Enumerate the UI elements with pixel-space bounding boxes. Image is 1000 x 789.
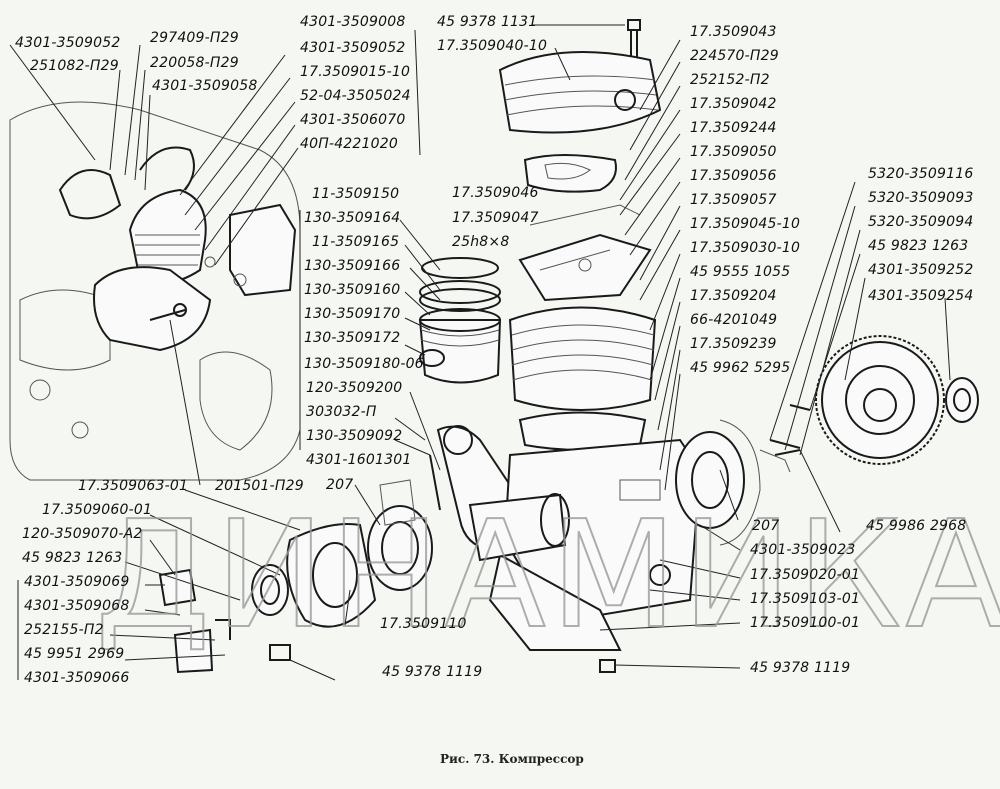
part-label: 45 9986 2968 xyxy=(866,518,967,534)
part-label: 220058-П29 xyxy=(150,55,239,71)
part-label: 17.3509030-10 xyxy=(690,240,801,256)
cylinder-head xyxy=(498,19,662,193)
part-label: 17.3509244 xyxy=(690,120,777,136)
part-label: 120-3509070-А2 xyxy=(22,526,143,542)
part-label: 45 9823 1263 xyxy=(22,550,123,566)
part-label: 40П-4221020 xyxy=(300,136,398,152)
part-label: 4301-3509052 xyxy=(300,40,406,56)
part-label: 17.3509043 xyxy=(690,24,777,40)
rear-cover xyxy=(251,523,377,628)
part-label: 11-3509150 xyxy=(312,186,400,202)
part-label: 17.3509045-10 xyxy=(690,216,801,232)
part-label: 201501-П29 xyxy=(215,478,304,494)
part-label: 11-3509165 xyxy=(312,234,400,250)
part-label: 17.3509239 xyxy=(690,336,777,352)
part-label: 17.3509015-10 xyxy=(300,64,411,80)
fittings xyxy=(158,479,616,674)
part-label: 4301-3509058 xyxy=(152,78,258,94)
part-label: 52-04-3505024 xyxy=(300,88,411,104)
part-label: 17.3509050 xyxy=(690,144,777,160)
part-label: 17.3509100-01 xyxy=(750,615,861,631)
part-label: 120-3509200 xyxy=(306,380,403,396)
part-label: 45 9555 1055 xyxy=(690,264,791,280)
part-label: 17.3509110 xyxy=(380,616,467,632)
part-label: 4301-3506070 xyxy=(300,112,406,128)
piston-rings xyxy=(418,257,502,384)
part-label: 224570-П29 xyxy=(690,48,779,64)
part-label: 130-3509164 xyxy=(304,210,401,226)
part-label: 130-3509166 xyxy=(304,258,401,274)
part-label: 17.3509020-01 xyxy=(750,567,861,583)
part-label: 4301-3509066 xyxy=(24,670,130,686)
part-label: 4301-3509069 xyxy=(24,574,130,590)
part-label: 130-3509092 xyxy=(306,428,403,444)
part-label: 45 9378 1119 xyxy=(750,660,851,676)
part-label: 17.3509060-01 xyxy=(42,502,153,518)
part-label: 5320-3509094 xyxy=(868,214,974,230)
valve-plates xyxy=(518,204,652,302)
part-label: 17.3509040-10 xyxy=(437,38,548,54)
leader-lines xyxy=(9,24,951,681)
figure-caption: Рис. 73. Компрессор xyxy=(440,752,584,766)
part-label: 5320-3509116 xyxy=(868,166,974,182)
part-label: 252152-П2 xyxy=(690,72,770,88)
part-label: 130-3509160 xyxy=(304,282,401,298)
part-label: 17.3509042 xyxy=(690,96,777,112)
part-label: 17.3509056 xyxy=(690,168,777,184)
part-label: 17.3509063-01 xyxy=(78,478,189,494)
part-label: 303032-П xyxy=(306,404,377,420)
part-label: 130-3509172 xyxy=(304,330,401,346)
part-label: 297409-П29 xyxy=(150,30,239,46)
cylinder xyxy=(508,306,657,451)
part-label: 17.3509103-01 xyxy=(750,591,861,607)
part-label: 252155-П2 xyxy=(24,622,104,638)
part-label: 17.3509046 xyxy=(452,185,539,201)
part-label: 66-4201049 xyxy=(690,312,778,328)
part-label: 207 xyxy=(326,477,354,493)
part-label: 130-3509170 xyxy=(304,306,401,322)
crankshaft xyxy=(367,419,761,591)
part-label: 251082-П29 xyxy=(30,58,119,74)
part-label: 5320-3509093 xyxy=(868,190,974,206)
part-label: 17.3509047 xyxy=(452,210,539,226)
part-label: 130-3509180-06 xyxy=(304,356,424,372)
part-label: 4301-3509068 xyxy=(24,598,130,614)
part-label: 4301-3509254 xyxy=(868,288,974,304)
part-label: 4301-1601301 xyxy=(306,452,412,468)
part-label: 4301-3509008 xyxy=(300,14,406,30)
part-label: 4301-3509023 xyxy=(750,542,856,558)
part-label: 17.3509057 xyxy=(690,192,777,208)
part-label: 4301-3509052 xyxy=(15,35,121,51)
part-label: 25h8×8 xyxy=(452,234,510,250)
crankcase xyxy=(488,438,702,651)
part-label: 207 xyxy=(752,518,780,534)
part-label: 45 9823 1263 xyxy=(868,238,969,254)
part-label: 45 9951 2969 xyxy=(24,646,125,662)
part-label: 45 9962 5295 xyxy=(690,360,791,376)
installed-compressor xyxy=(58,146,297,352)
part-label: 45 9378 1131 xyxy=(437,14,538,30)
part-label: 45 9378 1119 xyxy=(382,664,483,680)
watermark: ДИНАМИКА76 xyxy=(94,489,1000,661)
part-label: 17.3509204 xyxy=(690,288,777,304)
part-label: 4301-3509252 xyxy=(868,262,974,278)
drive-gear xyxy=(759,335,979,473)
